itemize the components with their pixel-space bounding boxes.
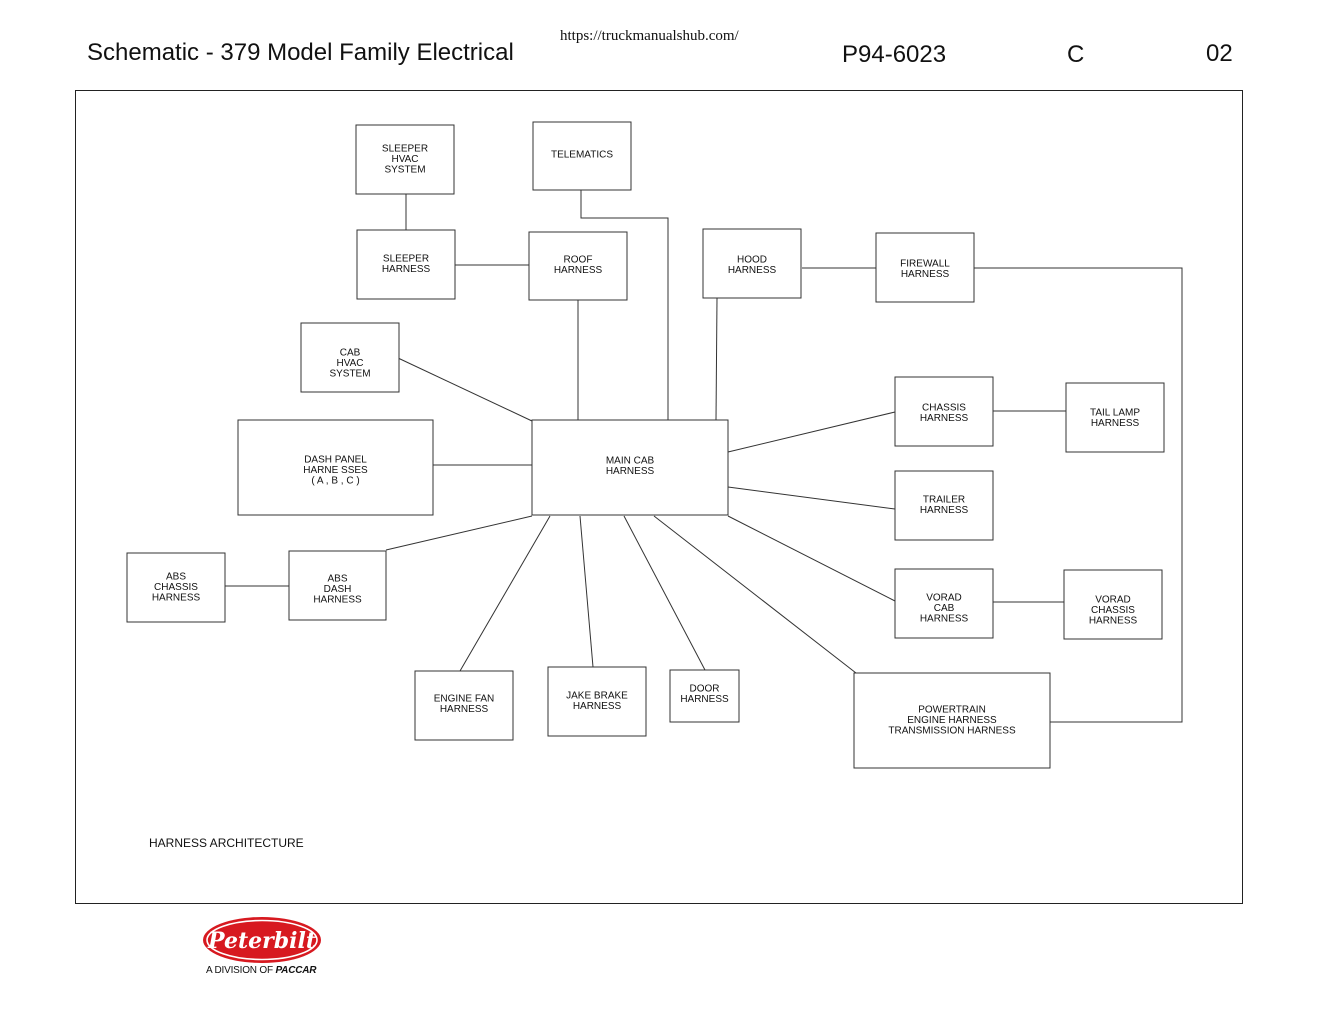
- node-box-engine-fan: [414, 670, 514, 741]
- connection-wires: [225, 190, 1183, 723]
- node-label-sleeper-hvac-line-2: HVAC: [391, 154, 418, 165]
- node-box-tail-lamp-harness: [1065, 382, 1165, 453]
- revision-letter: C: [1067, 41, 1085, 68]
- node-label-hood-harness-line-2: HARNESS: [728, 265, 777, 276]
- node-label-firewall-harness-line-1: FIREWALL: [900, 259, 950, 270]
- node-box-chassis-harness: [894, 376, 994, 447]
- node-label-dash-panel-line-2: HARNE SSES: [303, 465, 368, 476]
- node-label-powertrain-line-1: POWERTRAIN: [918, 705, 986, 716]
- wire-telematics-to-main-cab: [580, 190, 669, 420]
- node-box-main-cab: [531, 419, 729, 516]
- node-label-sleeper-harness-line-1: SLEEPER: [383, 254, 429, 265]
- node-label-chassis-harness-line-1: CHASSIS: [922, 403, 966, 414]
- sheet-number: 02: [1206, 40, 1233, 67]
- logo-tagline-brand: PACCAR: [275, 965, 317, 976]
- wire-main-cab-to-door: [623, 515, 706, 671]
- node-label-abs-chassis-line-1: ABS: [166, 572, 186, 583]
- node-box-sleeper-hvac: [355, 124, 455, 195]
- wire-main-cab-to-engine-fan: [459, 515, 551, 672]
- node-label-cab-hvac-line-2: HVAC: [336, 358, 363, 369]
- node-label-jake-brake-line-2: HARNESS: [573, 701, 622, 712]
- node-box-vorad-cab: [894, 568, 994, 639]
- node-label-tail-lamp-harness-line-1: TAIL LAMP: [1090, 408, 1140, 419]
- harness-nodes: SLEEPERHVACSYSTEMTELEMATICSSLEEPERHARNES…: [126, 121, 1165, 769]
- logo-oval-inner: [206, 919, 318, 961]
- source-url-link[interactable]: https://truckmanualshub.com/: [560, 28, 739, 44]
- node-label-powertrain-line-2: ENGINE HARNESS: [907, 715, 997, 726]
- node-label-roof-harness-line-2: HARNESS: [554, 265, 603, 276]
- node-box-abs-dash: [288, 550, 387, 621]
- drawing-frame: [75, 90, 1243, 904]
- node-label-sleeper-hvac-line-1: SLEEPER: [382, 144, 428, 155]
- node-box-telematics: [532, 121, 632, 191]
- node-box-cab-hvac: [300, 322, 400, 393]
- wire-cab-hvac-to-main-cab: [397, 357, 533, 422]
- logo-oval-outer: [203, 917, 321, 963]
- node-label-tail-lamp-harness-line-2: HARNESS: [1091, 418, 1140, 429]
- node-label-dash-panel-line-1: DASH PANEL: [304, 455, 367, 466]
- node-label-jake-brake-line-1: JAKE BRAKE: [566, 691, 628, 702]
- logo-tagline: A DIVISION OF PACCAR: [206, 965, 316, 976]
- node-label-abs-dash-line-1: ABS: [327, 574, 347, 585]
- node-box-jake-brake: [547, 666, 647, 737]
- node-label-vorad-cab-line-1: VORAD: [926, 593, 962, 604]
- node-label-cab-hvac-line-3: SYSTEM: [329, 369, 370, 380]
- node-label-engine-fan-line-1: ENGINE FAN: [434, 694, 495, 705]
- node-box-abs-chassis: [126, 552, 226, 623]
- node-label-cab-hvac-line-1: CAB: [340, 348, 361, 359]
- node-label-vorad-chassis-line-1: VORAD: [1095, 595, 1131, 606]
- node-label-firewall-harness-line-2: HARNESS: [901, 269, 950, 280]
- node-label-dash-panel-line-3: ( A , B , C ): [311, 476, 359, 487]
- node-label-roof-harness-line-1: ROOF: [564, 255, 593, 266]
- node-label-hood-harness-line-1: HOOD: [737, 255, 767, 266]
- node-label-telematics-line-1: TELEMATICS: [551, 150, 613, 161]
- wire-main-cab-to-trailer: [727, 486, 896, 510]
- node-box-roof-harness: [528, 231, 628, 301]
- wire-firewall-to-powertrain: [974, 267, 1183, 723]
- wire-hood-to-main-cab: [715, 297, 718, 421]
- wire-main-cab-to-vorad-cab: [727, 515, 896, 602]
- node-box-powertrain: [853, 672, 1051, 769]
- node-label-abs-chassis-line-2: CHASSIS: [154, 582, 198, 593]
- node-box-door-harness: [669, 669, 740, 723]
- node-label-sleeper-harness-line-2: HARNESS: [382, 264, 431, 275]
- node-label-vorad-chassis-line-2: CHASSIS: [1091, 605, 1135, 616]
- logo-tagline-prefix: A DIVISION OF: [206, 965, 273, 976]
- node-label-main-cab-line-2: HARNESS: [606, 466, 655, 477]
- node-box-vorad-chassis: [1063, 569, 1163, 640]
- peterbilt-logo: Peterbilt: [203, 917, 321, 963]
- node-label-trailer-harness-line-2: HARNESS: [920, 505, 969, 516]
- node-label-vorad-cab-line-2: CAB: [934, 603, 955, 614]
- wire-main-cab-to-jake-brake: [579, 515, 594, 668]
- wire-main-cab-to-powertrain: [653, 515, 857, 674]
- node-label-main-cab-line-1: MAIN CAB: [606, 456, 655, 467]
- diagram-caption: HARNESS ARCHITECTURE: [149, 836, 304, 850]
- wire-main-cab-to-abs-dash: [385, 515, 533, 551]
- node-label-trailer-harness-line-1: TRAILER: [923, 495, 965, 506]
- node-box-trailer-harness: [894, 470, 994, 541]
- logo-wordmark: Peterbilt: [207, 928, 316, 954]
- node-label-door-harness-line-2: HARNESS: [680, 694, 729, 705]
- node-label-engine-fan-line-2: HARNESS: [440, 704, 489, 715]
- node-label-abs-dash-line-3: HARNESS: [313, 595, 362, 606]
- node-label-vorad-chassis-line-3: HARNESS: [1089, 616, 1138, 627]
- document-title: Schematic - 379 Model Family Electrical: [87, 39, 514, 66]
- node-box-dash-panel: [237, 419, 434, 516]
- node-label-chassis-harness-line-2: HARNESS: [920, 413, 969, 424]
- wire-main-cab-to-chassis: [727, 411, 896, 453]
- node-box-firewall-harness: [875, 232, 975, 303]
- node-label-door-harness-line-1: DOOR: [690, 684, 720, 695]
- node-label-vorad-cab-line-3: HARNESS: [920, 614, 969, 625]
- node-label-abs-chassis-line-3: HARNESS: [152, 593, 201, 604]
- node-box-sleeper-harness: [356, 229, 456, 300]
- node-label-powertrain-line-3: TRANSMISSION HARNESS: [888, 726, 1016, 737]
- document-number: P94-6023: [842, 41, 947, 68]
- node-label-abs-dash-line-2: DASH: [324, 584, 352, 595]
- node-box-hood-harness: [702, 228, 802, 299]
- node-label-sleeper-hvac-line-3: SYSTEM: [384, 165, 425, 176]
